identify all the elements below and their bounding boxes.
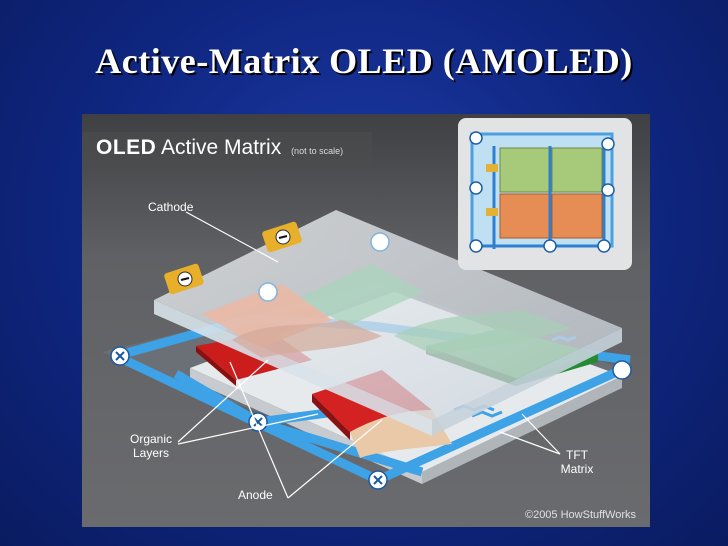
label-organic-line1: Organic (129, 432, 173, 446)
negative-terminal (262, 221, 302, 253)
header-brand: OLED (96, 136, 157, 159)
copyright: ©2005 HowStuffWorks (524, 509, 636, 521)
header-note: (not to scale) (291, 146, 344, 156)
inset-panel (458, 118, 632, 270)
label-tft-matrix: TFT Matrix (552, 448, 602, 476)
label-tft-line1: TFT (566, 448, 588, 462)
label-anode: Anode (238, 488, 273, 502)
label-tft-line2: Matrix (560, 462, 594, 476)
slide-title: Active-Matrix OLED (AMOLED) (95, 41, 633, 81)
amoled-illustration (82, 114, 650, 527)
diagram-header: OLED Active Matrix (not to scale) (96, 136, 343, 160)
amoled-diagram: OLED Active Matrix (not to scale) Cathod… (82, 114, 650, 527)
cathode-sheet (154, 210, 622, 436)
label-organic-line2: Layers (132, 446, 170, 460)
label-organic-layers: Organic Layers (122, 432, 180, 460)
header-title: Active Matrix (161, 136, 282, 159)
label-cathode: Cathode (148, 200, 194, 214)
negative-terminal-2 (164, 263, 204, 295)
